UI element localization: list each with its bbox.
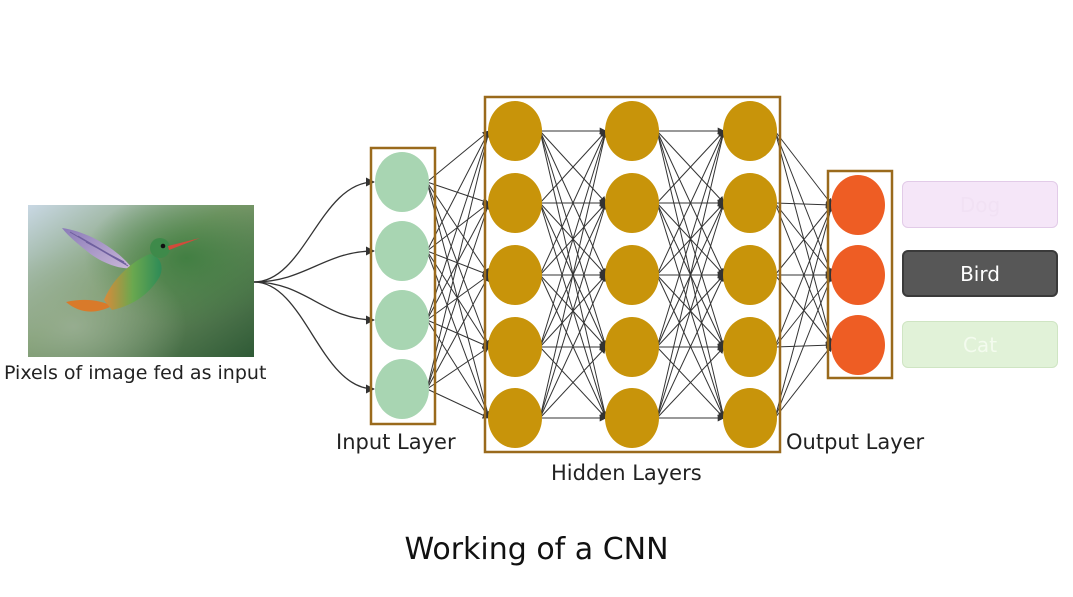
connection-input-to-hidden-1 xyxy=(426,181,491,419)
connection-hidden-2-to-hidden-3 xyxy=(656,130,725,204)
hidden-layers-box xyxy=(483,95,782,454)
connection-hidden-1-to-hidden-2 xyxy=(539,130,607,276)
output-node-3 xyxy=(831,315,885,375)
input-node-3 xyxy=(375,290,429,350)
image-to-input-edges xyxy=(253,177,375,394)
connection-input-to-hidden-1 xyxy=(426,181,490,205)
hidden-3-node-3 xyxy=(723,245,777,305)
connection-hidden-1-to-hidden-2 xyxy=(539,202,608,419)
input-node-1 xyxy=(375,152,429,212)
connection-input-to-hidden-1 xyxy=(426,181,491,348)
output-node-2 xyxy=(831,245,885,305)
connection-hidden-2-to-hidden-3 xyxy=(656,346,725,419)
class-label-cat: Cat xyxy=(902,321,1058,368)
hidden-3-node-1 xyxy=(723,101,777,161)
connection-input-to-hidden-1 xyxy=(426,250,491,419)
connection-hidden-1-to-hidden-2 xyxy=(539,130,607,204)
connection-input-to-hidden-1 xyxy=(426,202,491,390)
connection-hidden-3-to-output xyxy=(774,204,833,276)
input-node-4 xyxy=(375,359,429,419)
output-layer-label: Output Layer xyxy=(786,430,925,454)
hidden-3-node-4 xyxy=(723,317,777,377)
connection-hidden-3-to-output xyxy=(774,202,833,276)
connection-hidden-3-to-output xyxy=(774,204,833,348)
connection-hidden-3-to-output xyxy=(774,201,833,209)
connection-hidden-2-to-hidden-3 xyxy=(656,202,726,419)
connection-hidden-3-to-output xyxy=(774,204,834,419)
hidden-1-node-3 xyxy=(488,245,542,305)
connection-input-to-hidden-1 xyxy=(426,250,490,276)
hidden-1-node-2 xyxy=(488,173,542,233)
connection-input-to-hidden-1 xyxy=(426,181,490,276)
connection-hidden-3-to-output xyxy=(774,130,833,206)
class-label-bird: Bird xyxy=(902,250,1058,297)
connection-input-to-hidden-1 xyxy=(426,319,490,348)
input-node-2 xyxy=(375,221,429,281)
connection-input-to-hidden-1 xyxy=(426,130,491,321)
hidden-1-node-5 xyxy=(488,388,542,448)
hidden-2-node-4 xyxy=(605,317,659,377)
connection-hidden-1-to-hidden-2 xyxy=(539,274,607,419)
hidden-1-node-1 xyxy=(488,101,542,161)
hidden-3-node-5 xyxy=(723,388,777,448)
connection-hidden-2-to-hidden-3 xyxy=(656,130,726,419)
connection-hidden-2-to-hidden-3 xyxy=(656,130,725,276)
connection-hidden-1-to-hidden-2 xyxy=(539,130,608,348)
hidden-layers-label: Hidden Layers xyxy=(551,461,702,485)
connection-input-to-hidden-1 xyxy=(426,130,490,252)
connection-hidden-1-to-hidden-2 xyxy=(539,130,608,419)
hidden-2-node-1 xyxy=(605,101,659,161)
input-layer-label: Input Layer xyxy=(336,430,456,454)
output-layer-box xyxy=(826,169,894,380)
connection-hidden-3-to-output xyxy=(774,130,833,276)
connection-hidden-3-to-output xyxy=(774,202,833,346)
connection-input-to-hidden-1 xyxy=(426,130,491,390)
hidden-2-node-2 xyxy=(605,173,659,233)
connection-input-to-hidden-1 xyxy=(426,274,490,390)
connection-input-to-hidden-1 xyxy=(426,130,490,183)
input-layer-box xyxy=(369,146,437,426)
hidden-2-node-3 xyxy=(605,245,659,305)
network-nodes xyxy=(375,101,885,448)
class-label-dog: Dog xyxy=(902,181,1058,228)
connection-input-to-hidden-1 xyxy=(426,319,490,419)
hummingbird-image xyxy=(28,205,254,357)
connection-input-to-hidden-1 xyxy=(426,346,490,390)
layer-connections xyxy=(426,127,834,422)
connection-hidden-1-to-hidden-2 xyxy=(539,346,607,419)
connection-hidden-3-to-output xyxy=(774,274,833,419)
figure-caption: Working of a CNN xyxy=(404,532,669,567)
hidden-3-node-2 xyxy=(723,173,777,233)
connection-input-to-hidden-1 xyxy=(426,250,490,348)
output-node-1 xyxy=(831,175,885,235)
connection-hidden-3-to-output xyxy=(774,344,833,419)
connection-hidden-2-to-hidden-3 xyxy=(656,274,725,419)
connection-input-to-hidden-1 xyxy=(426,388,490,419)
input-image-caption: Pixels of image fed as input xyxy=(4,362,267,384)
connection-hidden-2-to-hidden-3 xyxy=(656,130,726,348)
hidden-1-node-4 xyxy=(488,317,542,377)
hidden-2-node-5 xyxy=(605,388,659,448)
connection-hidden-3-to-output xyxy=(774,130,834,346)
